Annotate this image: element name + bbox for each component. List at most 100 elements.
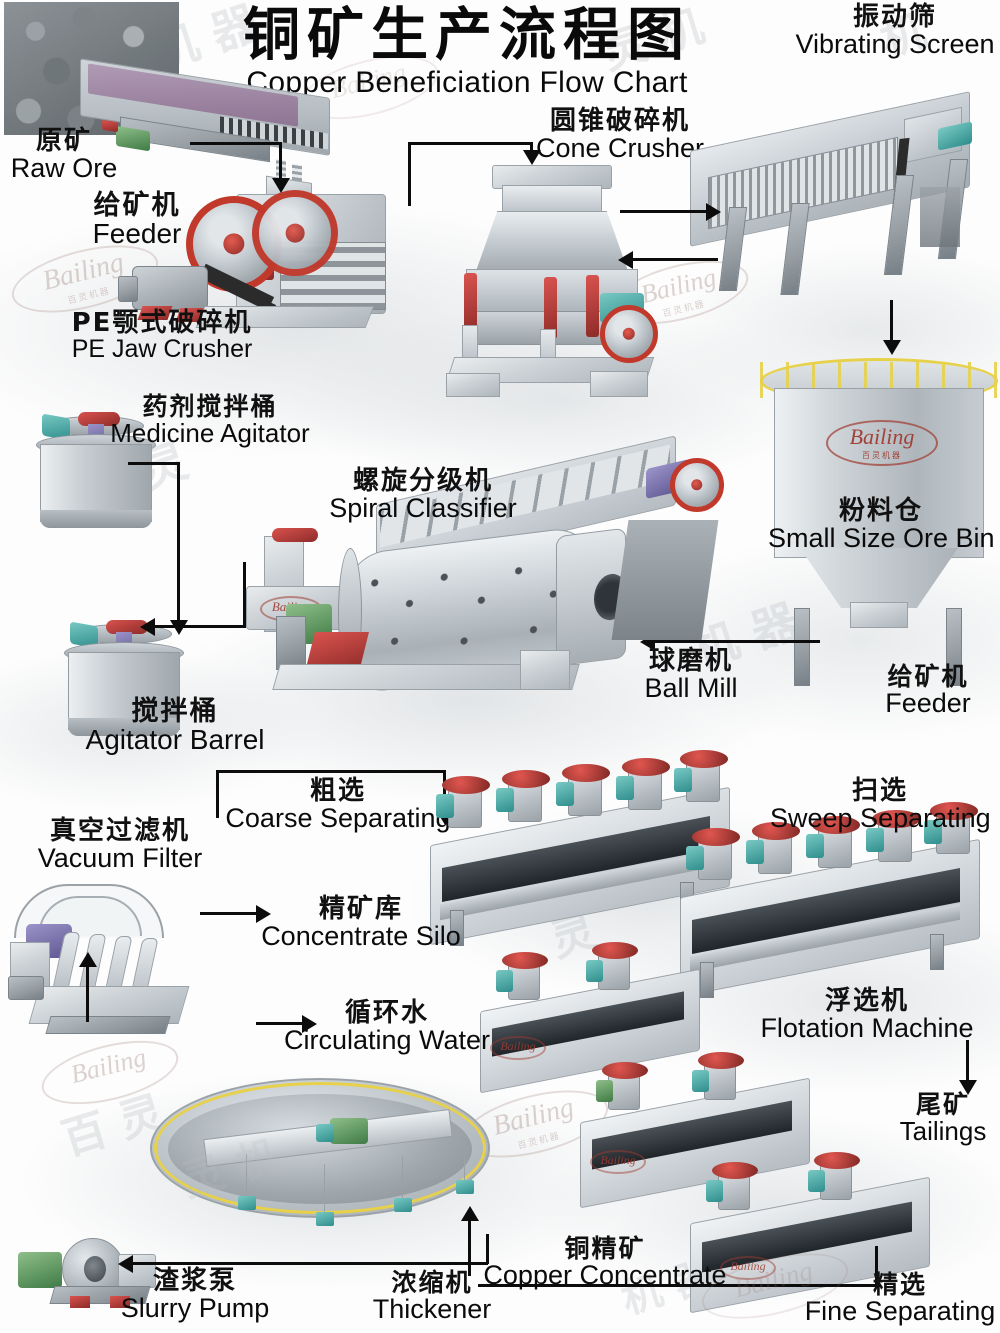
label-medicine-agitator-cn: 药剂搅拌桶 [142,392,278,421]
slurry-pump-machine [18,1230,158,1320]
label-raw-ore-en: Raw Ore [10,152,118,183]
label-circulating-water-cn: 循环水 [344,998,429,1028]
label-coarse-separating-en: Coarse Separating [225,802,451,833]
label-spiral-classifier: 螺旋分级机 Spiral Classifier [318,468,528,522]
connector-thickener-to-pump [128,1262,488,1265]
connector-silo-to-vacuum [86,962,89,1022]
flotation-machine-cell-2: Bailing [580,1052,830,1210]
vacuum-filter-machine [8,880,190,1060]
connector-feeder-to-jaw [190,142,282,145]
connector-agitator-to-coarse [443,770,446,814]
connector-jaw-to-cone [530,142,533,156]
connector-agitator-to-coarse [216,770,446,773]
label-feeder-top-cn: 给矿机 [93,190,181,221]
label-tailings: 尾矿 Tailings [890,1092,996,1144]
discharge-chute [611,520,719,640]
label-fine-separating-en: Fine Separating [804,1295,996,1326]
label-ball-mill-en: Ball Mill [644,672,738,703]
brand-logo: Bailing [720,1256,776,1280]
connector-cone-to-screen [620,210,712,213]
label-vacuum-filter: 真空过滤机 Vacuum Filter [20,818,220,872]
connector-to-concentrate-silo [200,912,262,915]
connector-copper-concentrate [875,1246,878,1286]
label-feeder-bin: 给矿机 Feeder [858,664,998,717]
label-medicine-agitator-en: Medicine Agitator [110,417,310,448]
arrowhead-down [523,150,541,165]
ball-mill-machine [272,524,670,720]
label-flotation-machine-cn: 浮选机 [824,986,909,1016]
label-vacuum-filter-en: Vacuum Filter [37,842,203,873]
label-pe-jaw-crusher-cn: PE颚式破碎机 [71,308,253,338]
label-coarse-separating: 粗选 Coarse Separating [218,778,458,832]
arrowhead-up [461,1206,479,1221]
arrowhead-right [256,905,271,923]
medicine-agitator-machine [32,410,162,530]
connector-jaw-to-cone [408,142,532,145]
label-fine-separating-cn: 精选 [872,1270,927,1299]
label-small-size-ore-bin-cn: 粉料仓 [838,496,923,526]
label-sweep-separating: 扫选 Sweep Separating [770,776,991,833]
arrowhead-right [706,203,721,221]
label-feeder-top-en: Feeder [92,217,182,249]
label-feeder-bin-cn: 给矿机 [887,662,969,691]
connector-classifier-to-agitator [150,625,246,628]
connector-feeder-to-jaw [279,142,282,182]
label-vibrating-screen: 振动筛 Vibrating Screen [790,4,1000,58]
label-feeder-top: 给矿机 Feeder [62,192,212,248]
label-spiral-classifier-cn: 螺旋分级机 [352,466,493,496]
label-flotation-machine: 浮选机 Flotation Machine [752,988,982,1042]
label-copper-concentrate-cn: 铜精矿 [564,1234,646,1263]
arrowhead-up [79,952,97,967]
label-cone-crusher: 圆锥破碎机 Cone Crusher [520,108,720,162]
label-concentrate-silo-en: Concentrate Silo [261,920,461,951]
label-cone-crusher-en: Cone Crusher [535,132,705,163]
label-agitator-barrel: 搅拌桶 Agitator Barrel [60,698,290,754]
label-thickener-en: Thickener [372,1293,492,1324]
label-concentrate-silo: 精矿库 Concentrate Silo [236,896,486,950]
label-flotation-machine-en: Flotation Machine [760,1012,974,1043]
label-sweep-separating-en: Sweep Separating [770,802,991,833]
cone-crusher-machine [440,165,670,400]
coarse-flotation-bank [430,750,760,960]
connector-medicine-to-agitator [177,462,180,624]
connector-jaw-to-cone [408,142,411,206]
label-cone-crusher-cn: 圆锥破碎机 [549,106,690,136]
label-vacuum-filter-cn: 真空过滤机 [49,816,190,846]
label-fine-separating: 精选 Fine Separating [800,1272,1000,1325]
arrowhead-down [272,178,290,193]
label-vibrating-screen-cn: 振动筛 [852,2,937,32]
connector-flotation-to-tailings [966,1040,969,1086]
label-spiral-classifier-en: Spiral Classifier [329,492,517,523]
label-small-size-ore-bin: 粉料仓 Small Size Ore Bin [768,496,995,552]
connector-medicine-to-agitator [128,462,180,465]
label-medicine-agitator: 药剂搅拌桶 Medicine Agitator [100,394,320,446]
connector-bin-to-ballmill [650,640,820,643]
connector-screen-to-cone [628,258,718,261]
sweep-flotation-bank [680,802,1000,1010]
thickener-machine [150,1068,500,1268]
label-pe-jaw-crusher: PE颚式破碎机 PE Jaw Crusher [62,310,262,362]
label-pe-jaw-crusher-en: PE Jaw Crusher [71,334,253,363]
label-thickener-cn: 浓缩机 [391,1268,473,1297]
arrowhead-left [140,618,155,636]
connector-screen-to-bin [890,300,893,346]
label-sweep-separating-cn: 扫选 [851,776,908,806]
label-slurry-pump: 渣浆泵 Slurry Pump [110,1268,280,1322]
chart-title: 铜矿生产流程图 Copper Beneficiation Flow Chart [232,5,702,100]
connector-agitator-to-coarse [216,770,219,818]
label-copper-concentrate-en: Copper Concentrate [483,1259,727,1290]
label-vibrating-screen-en: Vibrating Screen [795,28,995,59]
arrowhead-left [618,251,633,269]
label-copper-concentrate: 铜精矿 Copper Concentrate [480,1236,730,1289]
chart-title-en: Copper Beneficiation Flow Chart [246,65,688,99]
label-ball-mill-cn: 球磨机 [648,646,733,676]
vibrating-screen-machine [690,91,990,305]
label-raw-ore-cn: 原矿 [35,126,92,156]
connector-thickener-to-pump [486,1234,489,1264]
label-feeder-bin-en: Feeder [885,687,971,718]
label-agitator-barrel-en: Agitator Barrel [85,723,265,755]
flotation-machine-cell-3: Bailing [690,1152,940,1314]
pe-jaw-crusher-machine [118,180,390,340]
